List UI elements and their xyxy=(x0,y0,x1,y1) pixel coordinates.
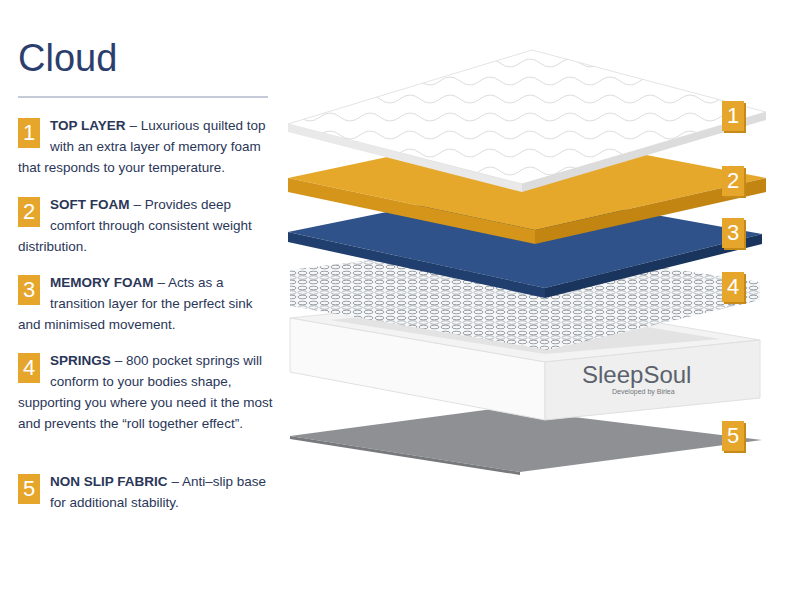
float-spacer xyxy=(18,115,50,157)
callout-number: 4 xyxy=(23,355,35,380)
brand-band: SleepSoulDeveloped by Birlea xyxy=(580,362,698,396)
feature-text: TOP LAYER– Luxurious quilted top with an… xyxy=(18,115,276,178)
number-box: 1 xyxy=(18,118,40,148)
feature-text: NON SLIP FABRIC– Anti–slip base for addi… xyxy=(18,471,276,513)
callout-number: 2 xyxy=(23,199,35,224)
feature-text: SOFT FOAM– Provides deep comfort through… xyxy=(18,194,276,257)
fabric-edge xyxy=(290,436,520,475)
float-spacer xyxy=(18,272,50,314)
base-right-face xyxy=(545,340,760,420)
callout-number: 4 xyxy=(727,274,739,299)
top-layer-quilting xyxy=(288,50,766,184)
number-box: 5 xyxy=(18,474,40,504)
float-spacer xyxy=(18,194,50,236)
feature-heading: SPRINGS xyxy=(50,353,111,368)
number-box: 2 xyxy=(18,197,40,227)
memory-foam-left xyxy=(288,232,545,298)
callout-number: 1 xyxy=(727,103,739,128)
non-slip-fabric xyxy=(290,408,762,472)
feature-heading: SOFT FOAM xyxy=(50,197,130,212)
feature-text: MEMORY FOAM– Acts as a transition layer … xyxy=(18,272,276,335)
feature-text: SPRINGS– 800 pocket springs will conform… xyxy=(18,350,276,434)
number-box: 5 xyxy=(722,421,744,451)
title-rule xyxy=(18,97,268,98)
number-box: 4 xyxy=(18,353,40,383)
top-layer-left xyxy=(288,124,522,192)
feature-heading: MEMORY FOAM xyxy=(50,275,154,290)
number-box: 3 xyxy=(722,218,744,248)
brand-logo: SleepSoul xyxy=(582,362,696,388)
number-box: 1 xyxy=(722,101,744,131)
soft-foam-left xyxy=(288,178,535,244)
callout-number: 5 xyxy=(23,476,35,501)
number-box: 3 xyxy=(18,275,40,305)
number-box: 4 xyxy=(722,272,744,302)
diagram-title: Cloud xyxy=(18,36,117,80)
callout-number: 3 xyxy=(727,220,739,245)
feature-heading: NON SLIP FABRIC xyxy=(50,474,168,489)
top-layer xyxy=(288,50,766,184)
number-box: 2 xyxy=(722,166,744,196)
brand-tagline: Developed by Birlea xyxy=(612,388,696,396)
callout-number: 3 xyxy=(23,277,35,302)
callout-number: 1 xyxy=(23,120,35,145)
float-spacer xyxy=(18,471,50,513)
float-spacer xyxy=(18,350,50,392)
feature-heading: TOP LAYER xyxy=(50,118,126,133)
callout-number: 5 xyxy=(727,423,739,448)
callout-number: 2 xyxy=(727,168,739,193)
